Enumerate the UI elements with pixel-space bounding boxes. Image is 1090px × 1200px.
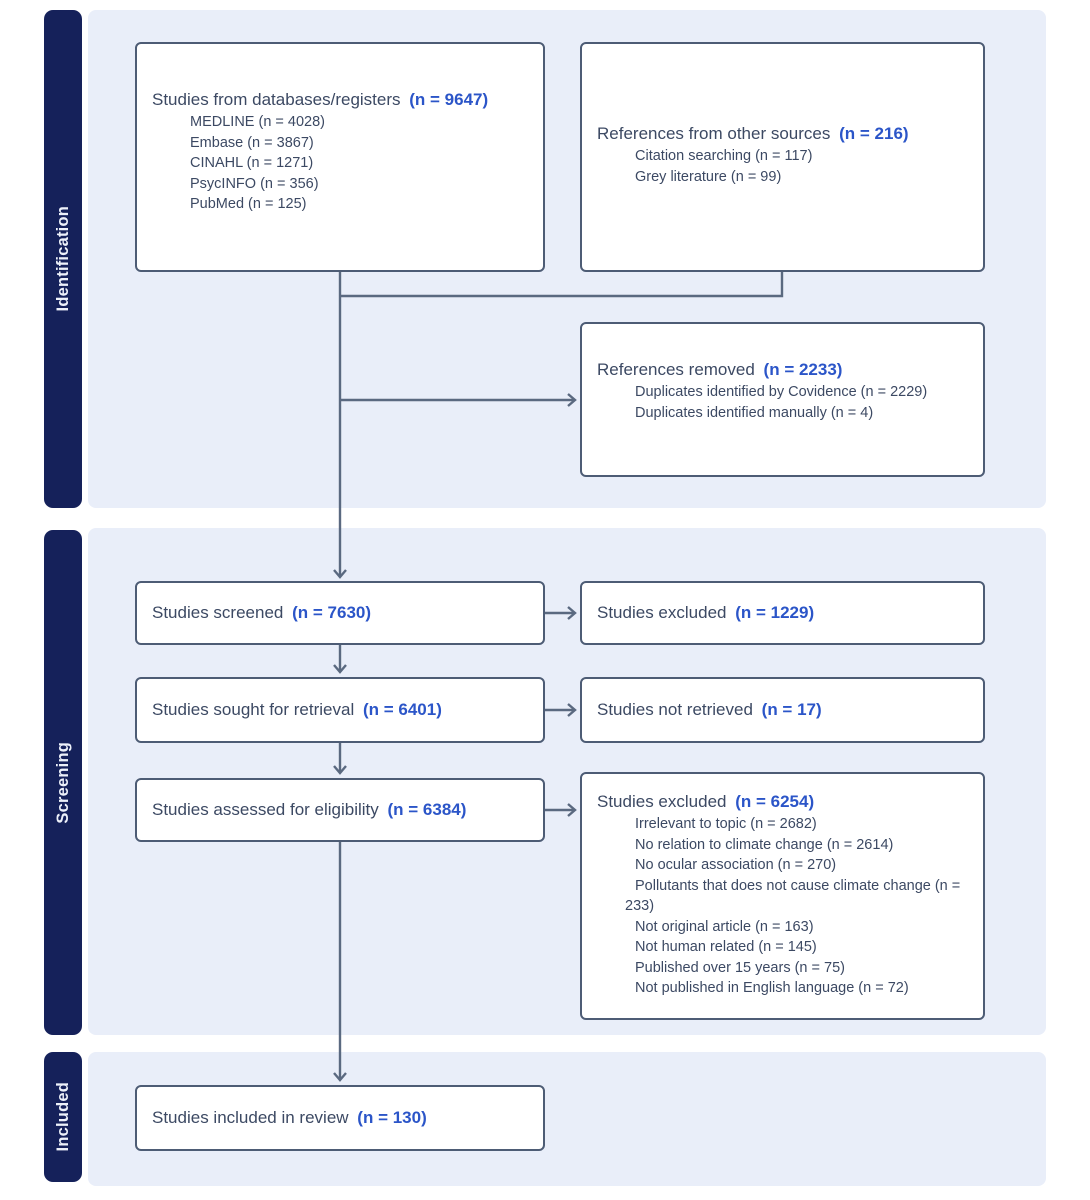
- list-item: Citation searching (n = 117): [635, 148, 813, 164]
- box-included-review-count: (n = 130): [357, 1108, 427, 1127]
- box-databases-label: Studies from databases/registers: [152, 90, 401, 109]
- list-item: Grey literature (n = 99): [635, 168, 782, 185]
- box-included-review-title: Studies included in review (n = 130): [137, 1106, 437, 1130]
- box-excluded-eligibility: Studies excluded (n = 6254) Irrelevant t…: [580, 772, 985, 1020]
- list-item: Published over 15 years (n = 75): [635, 959, 845, 976]
- box-removed-items: Duplicates identified by Covidence (n = …: [582, 382, 983, 423]
- box-removed-title: References removed (n = 2233): [582, 358, 983, 382]
- list-item: Not original article (n = 163): [635, 918, 814, 935]
- list-item: No ocular association (n = 270): [635, 857, 837, 873]
- box-included-review: Studies included in review (n = 130): [135, 1085, 545, 1151]
- box-databases-count: (n = 9647): [409, 90, 489, 109]
- list-item: Not human related (n = 145): [635, 939, 817, 955]
- list-item: Pollutants that does not cause climate c…: [625, 877, 961, 915]
- box-excluded-screening: Studies excluded (n = 1229): [580, 581, 985, 645]
- list-item: Duplicates identified by Covidence (n = …: [635, 384, 928, 400]
- box-other-sources: References from other sources (n = 216) …: [580, 42, 985, 272]
- box-excluded-eligibility-title: Studies excluded (n = 6254): [582, 790, 983, 814]
- list-item: MEDLINE (n = 4028): [190, 114, 325, 130]
- list-item: No relation to climate change (n = 2614): [635, 836, 894, 853]
- connector-other-sources-join: [341, 272, 784, 298]
- box-other-sources-items: Citation searching (n = 117) Grey litera…: [582, 146, 983, 187]
- box-sought-count: (n = 6401): [362, 700, 442, 719]
- box-assessed-label: Studies assessed for eligibility: [152, 800, 379, 819]
- stage-bar-identification: Identification: [44, 10, 82, 508]
- box-removed: References removed (n = 2233) Duplicates…: [580, 322, 985, 477]
- box-screened-title: Studies screened (n = 7630): [137, 601, 381, 625]
- box-excluded-screening-count: (n = 1229): [735, 603, 815, 622]
- list-item: Duplicates identified manually (n = 4): [635, 404, 874, 421]
- box-removed-label: References removed: [597, 360, 755, 379]
- box-included-review-label: Studies included in review: [152, 1108, 349, 1127]
- box-excluded-eligibility-items: Irrelevant to topic (n = 2682) No relati…: [582, 814, 983, 999]
- box-sought: Studies sought for retrieval (n = 6401): [135, 677, 545, 743]
- box-other-sources-title: References from other sources (n = 216): [582, 122, 983, 146]
- stage-bar-screening: Screening: [44, 530, 82, 1035]
- box-not-retrieved-title: Studies not retrieved (n = 17): [582, 698, 832, 722]
- box-assessed: Studies assessed for eligibility (n = 63…: [135, 778, 545, 842]
- box-sought-label: Studies sought for retrieval: [152, 700, 355, 719]
- box-not-retrieved-label: Studies not retrieved: [597, 700, 753, 719]
- box-screened: Studies screened (n = 7630): [135, 581, 545, 645]
- box-screened-count: (n = 7630): [292, 603, 372, 622]
- box-not-retrieved: Studies not retrieved (n = 17): [580, 677, 985, 743]
- box-not-retrieved-count: (n = 17): [761, 700, 822, 719]
- list-item: Not published in English language (n = 7…: [635, 980, 909, 996]
- box-excluded-screening-title: Studies excluded (n = 1229): [582, 601, 824, 625]
- list-item: PsycINFO (n = 356): [190, 175, 319, 192]
- list-item: CINAHL (n = 1271): [190, 155, 314, 171]
- box-databases-title: Studies from databases/registers (n = 96…: [137, 88, 543, 112]
- list-item: PubMed (n = 125): [190, 196, 307, 212]
- box-assessed-count: (n = 6384): [387, 800, 467, 819]
- box-assessed-title: Studies assessed for eligibility (n = 63…: [137, 798, 476, 822]
- box-other-sources-count: (n = 216): [839, 124, 909, 143]
- box-databases-items: MEDLINE (n = 4028) Embase (n = 3867) CIN…: [137, 112, 543, 215]
- list-item: Irrelevant to topic (n = 2682): [635, 816, 817, 832]
- box-excluded-screening-label: Studies excluded: [597, 603, 727, 622]
- box-other-sources-label: References from other sources: [597, 124, 831, 143]
- stage-bar-included: Included: [44, 1052, 82, 1182]
- box-excluded-eligibility-label: Studies excluded: [597, 792, 727, 811]
- box-sought-title: Studies sought for retrieval (n = 6401): [137, 698, 452, 722]
- box-excluded-eligibility-count: (n = 6254): [735, 792, 815, 811]
- box-databases: Studies from databases/registers (n = 96…: [135, 42, 545, 272]
- box-removed-count: (n = 2233): [763, 360, 843, 379]
- box-screened-label: Studies screened: [152, 603, 284, 622]
- list-item: Embase (n = 3867): [190, 134, 314, 151]
